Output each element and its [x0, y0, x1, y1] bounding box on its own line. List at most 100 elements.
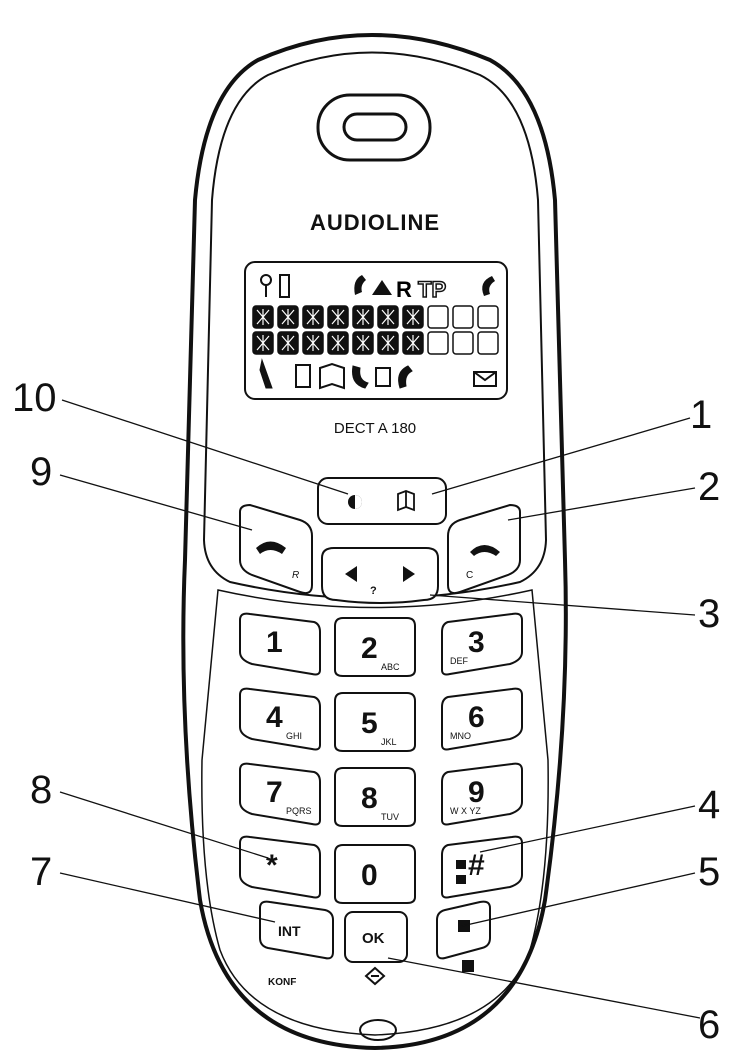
display-digit-cell: [252, 331, 274, 355]
brand-logo-text: AUDIOLINE: [310, 210, 440, 235]
display-digit-cell: [377, 305, 399, 329]
end-key-c-label: C: [466, 570, 473, 581]
soft-key-bar[interactable]: [317, 477, 447, 525]
call-list-display-icon: [398, 365, 413, 389]
display-tp-indicator: TP: [418, 277, 446, 302]
ok-label: OK: [362, 930, 385, 947]
nav-call-list-icon: ?: [370, 585, 377, 597]
display-digit-cell: [377, 331, 399, 355]
mute-key[interactable]: [436, 900, 491, 960]
callout-5: 5: [698, 850, 721, 894]
key-letters-label: W X YZ: [450, 806, 481, 816]
model-label: DECT A 180: [333, 420, 417, 437]
phonebook-icon: [397, 490, 415, 512]
phone-hang-up-icon: [470, 545, 500, 556]
person-walking-icon: [259, 358, 273, 389]
talk-key-r-label: R: [292, 570, 299, 581]
callout-line-5: [461, 872, 696, 927]
display-bottom-icons: [259, 358, 497, 390]
key-letters-label: MNO: [450, 731, 471, 741]
lock-display-icon: [295, 364, 311, 388]
display-digit-cell: [277, 305, 299, 329]
key-main-label: 1: [266, 626, 283, 659]
key-0[interactable]: 0: [334, 844, 416, 904]
key-1[interactable]: 1: [239, 612, 321, 676]
microphone-icon: [359, 1019, 397, 1041]
key-main-label: 3: [468, 626, 485, 659]
battery-icon: [279, 274, 290, 298]
half-circle-icon: [348, 495, 362, 509]
callout-line-3: [429, 594, 696, 616]
display-digit-cell: [427, 331, 449, 355]
display-digit-cell: [477, 331, 499, 355]
earpiece-slot: [316, 93, 432, 162]
key-main-label: 6: [468, 701, 485, 734]
display-digit-cell: [252, 305, 274, 329]
int-key[interactable]: INT: [259, 900, 334, 960]
callout-lines: [59, 399, 701, 1019]
display-digit-cells: [252, 305, 499, 355]
key-main-label: 0: [361, 859, 378, 892]
callout-line-7: [59, 872, 276, 923]
keypad-area-outline: [201, 589, 549, 1036]
callout-line-9: [59, 474, 253, 531]
mute-display-icon: [375, 367, 391, 387]
key-9[interactable]: 9W X YZ: [441, 762, 523, 826]
callout-9: 9: [30, 450, 53, 494]
key-main-label: 2: [361, 632, 378, 665]
navigation-key[interactable]: [321, 547, 439, 604]
down-arrow-icon: [364, 966, 386, 986]
display-digit-cell: [302, 331, 324, 355]
callout-8: 8: [30, 768, 53, 812]
callout-line-10: [61, 399, 349, 495]
display-digit-cell: [402, 305, 424, 329]
display-digit-cell: [302, 305, 324, 329]
callout-4: 4: [698, 783, 721, 827]
handsfree-icon: [482, 276, 495, 296]
callout-7: 7: [30, 850, 53, 894]
key-letters-label: DEF: [450, 656, 469, 666]
key-main-label: 8: [361, 782, 378, 815]
key-letters-label: PQRS: [286, 806, 312, 816]
key-letters-label: GHI: [286, 731, 302, 741]
display-digit-cell: [352, 305, 374, 329]
padlock-icon: [456, 860, 466, 884]
ok-key[interactable]: OK: [344, 911, 408, 963]
callout-line-1: [431, 417, 691, 495]
phonebook-display-icon: [319, 362, 345, 390]
display-digit-cell: [477, 305, 499, 329]
key-main-label: *: [266, 849, 278, 882]
key-main-label: 7: [266, 776, 283, 809]
nav-right-arrow-icon: [403, 566, 415, 582]
display-digit-cell: [452, 305, 474, 329]
display-digit-cell: [352, 331, 374, 355]
int-label: INT: [278, 923, 301, 939]
handset-inner-outline: [202, 51, 548, 600]
key-star[interactable]: *: [239, 835, 321, 899]
key-letters-label: ABC: [381, 662, 400, 672]
callout-10: 10: [12, 376, 57, 420]
envelope-display-icon: [473, 371, 497, 387]
key-main-label: 9: [468, 776, 485, 809]
display-r-indicator: R: [396, 277, 412, 302]
mute-secondary-icon: [462, 960, 474, 972]
key-main-label: #: [468, 849, 485, 882]
callout-line-2: [507, 487, 696, 521]
callout-line-4: [479, 805, 696, 853]
phone-off-hook-icon: [256, 541, 286, 554]
callout-1: 1: [690, 393, 713, 437]
display-digit-cell: [427, 305, 449, 329]
key-letters-label: TUV: [381, 812, 399, 822]
nav-left-arrow-icon: [345, 566, 357, 582]
display-digit-cell: [327, 331, 349, 355]
key-main-label: 5: [361, 707, 378, 740]
